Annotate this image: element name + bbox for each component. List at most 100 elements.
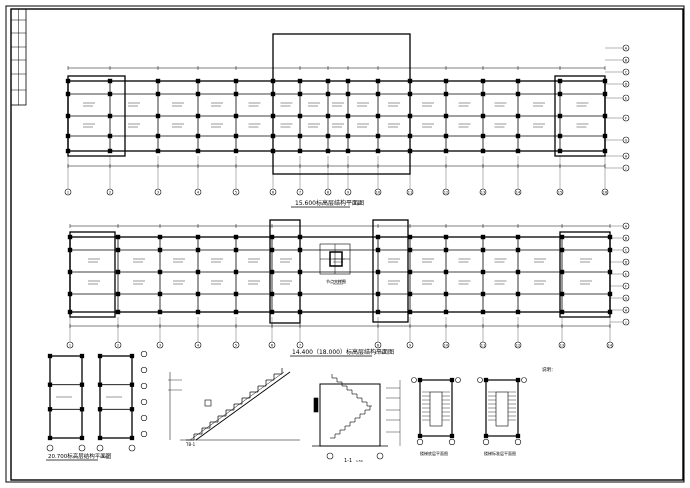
column [107,113,113,119]
axis-bubble [622,56,630,64]
column [233,113,239,119]
column [480,78,486,84]
column [345,148,351,154]
axis-tag: 3 [157,190,159,194]
stair-well [429,391,443,427]
axis-bubble [232,188,240,196]
column [233,309,239,315]
column [67,269,73,275]
axis-bubble [114,341,122,349]
axis-bubble [448,438,456,446]
roof-plan-outline [49,355,83,439]
column [155,113,161,119]
stair-plan-1-title: 楼梯底层平面图 [420,450,448,456]
column [449,377,455,383]
column [79,407,85,412]
column [157,234,163,240]
column [480,269,486,275]
axis-tag: 11 [408,190,412,194]
axis-tag: E [625,272,627,276]
column [345,113,351,119]
column [107,91,113,97]
section-scale: 1:50 [356,459,363,463]
column [557,91,563,97]
column [325,91,331,97]
column [269,247,275,253]
stair-slab [195,371,291,441]
column [107,78,113,84]
column [443,91,449,97]
axis-bubble [479,341,487,349]
stair-section-drawing [312,374,401,460]
column [157,247,163,253]
column [47,407,53,412]
axis-bubble [622,270,630,278]
axis-tag: 14 [516,190,521,194]
column [602,133,608,139]
axis-bubble [374,341,382,349]
axis-tag: 15 [558,190,562,194]
axis-bubble [558,341,566,349]
column [443,133,449,139]
axis-bubble [344,188,352,196]
axis-tag: 5 [235,343,237,347]
stair-elevation-drawing [168,368,300,441]
axis-bubble [140,366,148,374]
axis-bubble [194,341,202,349]
column [269,291,275,297]
column [297,133,303,139]
plan-wing [559,231,611,318]
axis-bubble [455,377,461,383]
column [375,309,381,315]
axis-bubble [622,80,630,88]
column [515,113,521,119]
axis-bubble [376,452,384,460]
column [602,113,608,119]
roof-plan-scale: 1:100 [100,455,109,459]
column [443,78,449,84]
column [129,435,135,441]
column [65,91,71,97]
column [325,148,331,154]
column [375,133,381,139]
stair-elevation-label: TB-1 [185,442,196,447]
stair-plan-2-title: 楼梯标准层平面图 [484,450,516,456]
axis-bubble [622,136,630,144]
axis-tag: E [625,96,627,100]
column [97,353,103,359]
column [480,91,486,97]
column [79,435,85,441]
column [449,433,455,439]
column [195,148,201,154]
column [345,133,351,139]
column [375,269,381,275]
axis-tag: H [625,154,628,158]
lower-plan-title: 14.400（18.000）标高层结构平面图 [292,348,394,356]
axis-tag: 7 [299,190,301,194]
axis-bubble [156,341,164,349]
column [195,291,201,297]
axis-tag: 5 [235,190,237,194]
axis-bubble [622,246,630,254]
column [375,247,381,253]
axis-bubble [296,341,304,349]
column [270,78,276,84]
column [65,78,71,84]
column [559,309,565,315]
column [47,382,53,387]
axis-bubble [521,377,527,383]
column [115,247,121,253]
axis-bubble [606,341,614,349]
column [557,113,563,119]
axis-tag: C [625,248,628,252]
column [155,78,161,84]
upper-plan-scale: 1:100 [352,202,361,206]
plan-center-block [272,33,411,175]
axis-bubble [416,438,424,446]
column [47,435,53,441]
column [155,133,161,139]
column [65,113,71,119]
axis-bubble [622,294,630,302]
column [443,148,449,154]
axis-bubble [64,188,72,196]
